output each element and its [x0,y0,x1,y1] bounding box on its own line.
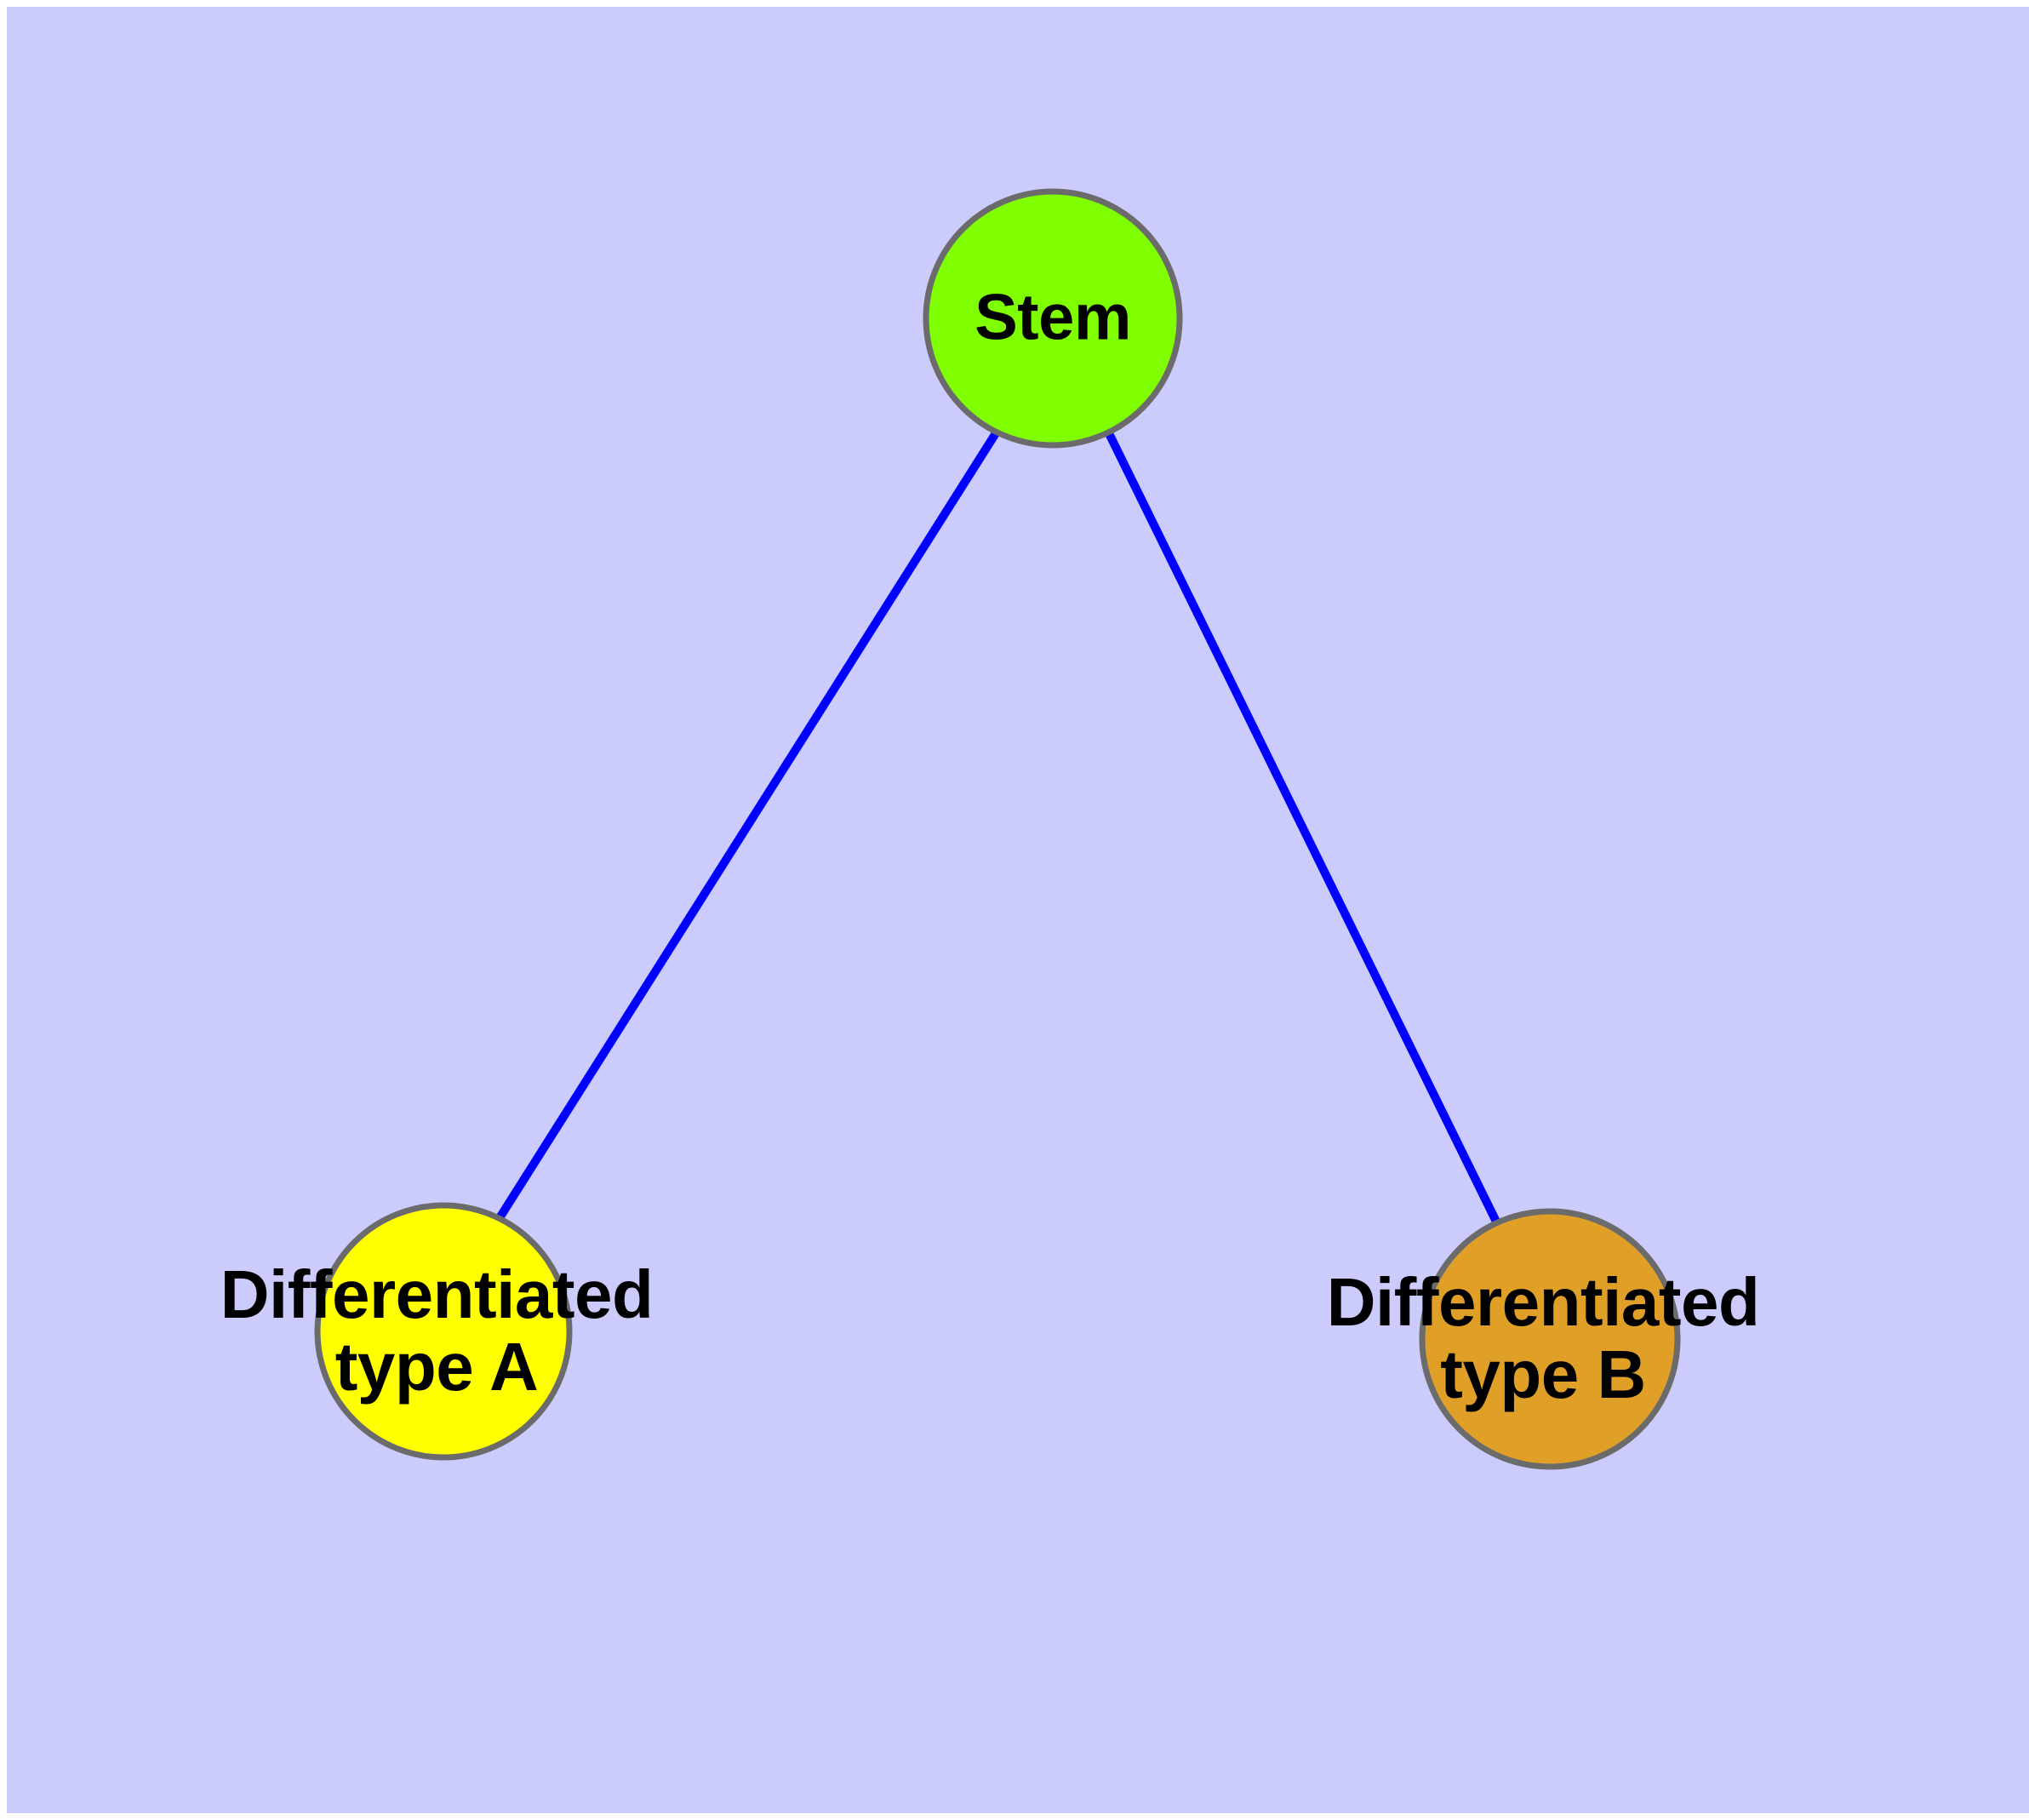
edge-stem-to-differentiated-type-a [492,424,1004,1226]
node-layer [314,188,1681,1470]
edge-stem-to-differentiated-type-b [1101,424,1501,1226]
node-stem[interactable] [923,188,1183,449]
graph-svg [314,188,1681,1470]
edge-layer [492,424,1501,1226]
node-differentiated-type-a[interactable] [314,1202,573,1461]
node-differentiated-type-b[interactable] [1419,1208,1681,1470]
